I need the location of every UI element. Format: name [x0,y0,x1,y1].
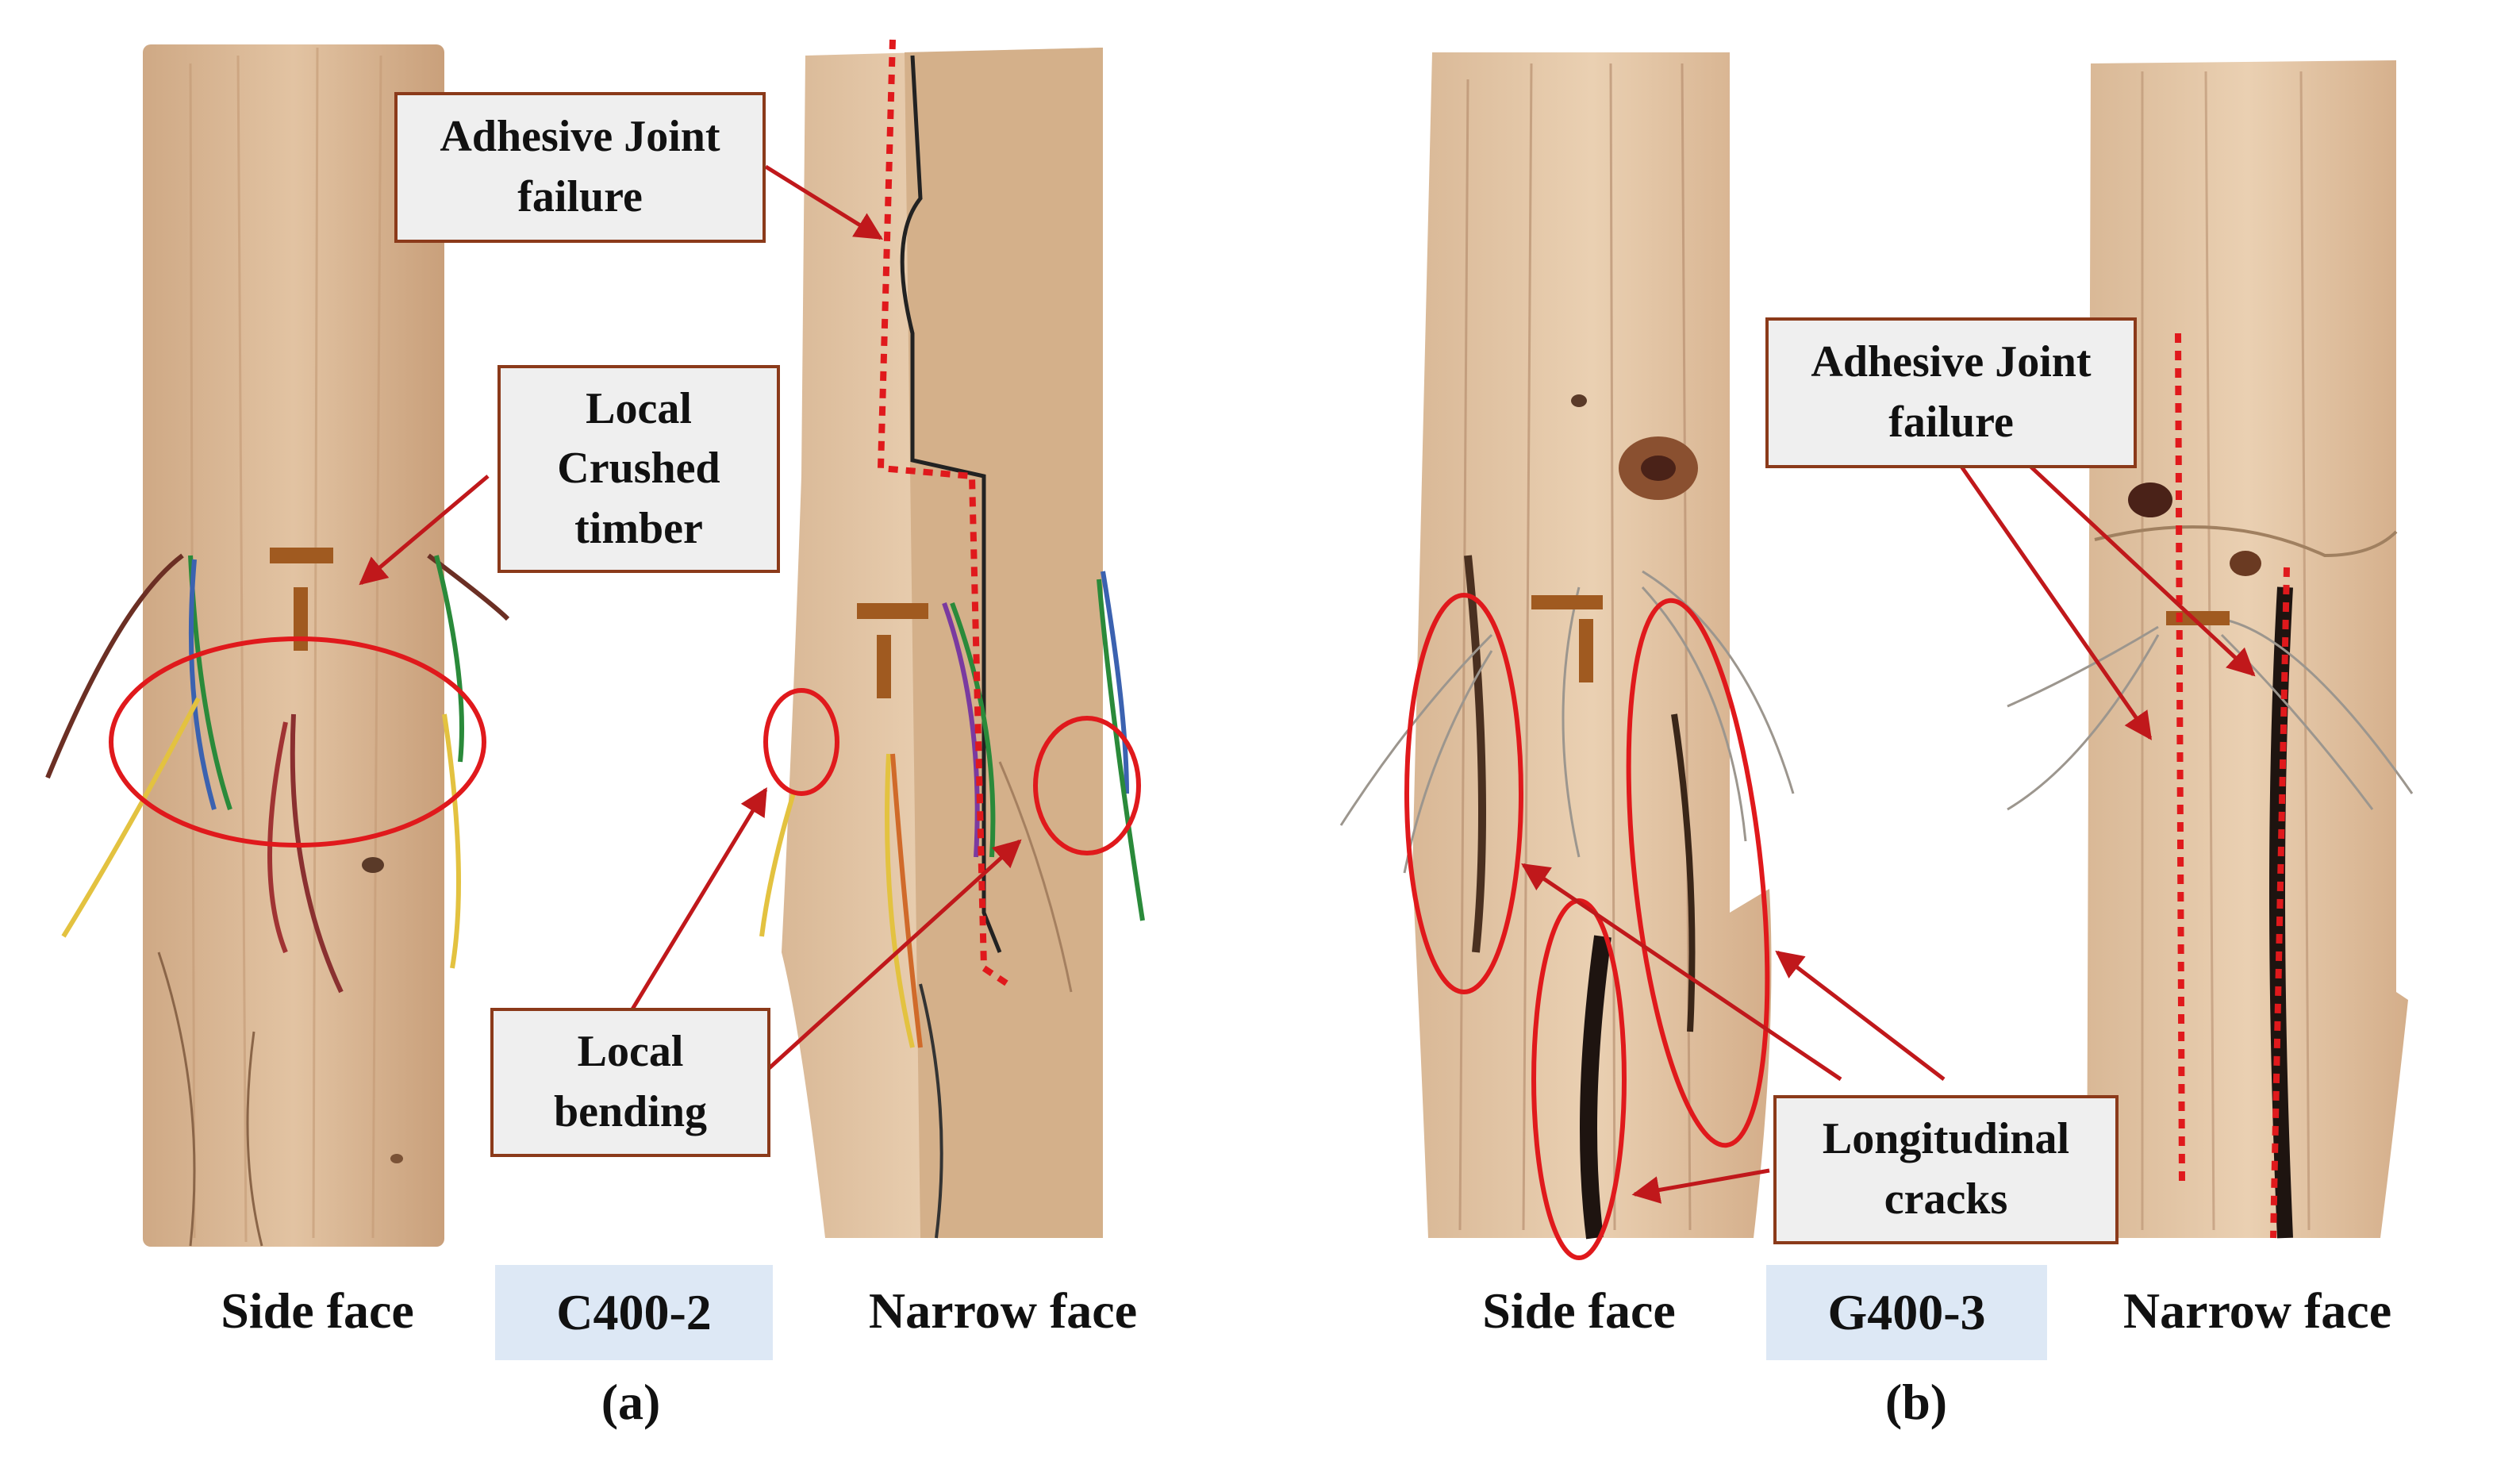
callout-crushed-timber: Local Crushed timber [497,365,780,573]
adhesive-joint-line-b-left [2175,333,2185,1183]
label-side-face-a: Side face [221,1282,414,1339]
callout-adhesive-joint-a: Adhesive Joint failure [394,92,766,243]
specimen-label-b: G400-3 [1766,1265,2047,1360]
annotations-a [109,39,1141,987]
adhesive-joint-line-a [877,39,1010,987]
wires-a-side [45,548,510,994]
label-narrow-face-a: Narrow face [868,1282,1138,1339]
panel-label-b: (b) [1884,1374,1948,1430]
wires-b-side [1339,570,1795,874]
callout-adhesive-joint-b: Adhesive Joint failure [1765,317,2137,468]
label-side-face-b: Side face [1482,1282,1676,1339]
crack-ellipse-left [1404,593,1523,994]
bending-ellipse-left [763,688,839,796]
label-narrow-face-b: Narrow face [2122,1282,2392,1339]
arrows-a [359,164,1022,1073]
crack-ellipse-middle [1626,598,1770,1148]
timber-a-narrow [782,48,1103,1239]
crushed-zone-ellipse [109,636,486,848]
arrows-b [1521,451,2256,1204]
panel-label-a: (a) [601,1374,661,1430]
bending-ellipse-right [1033,716,1141,855]
timber-b-narrow [2087,60,2408,1239]
callout-longitudinal-cracks: Longitudinal cracks [1773,1095,2119,1244]
specimen-label-a: C400-2 [495,1265,773,1360]
callout-local-bending: Local bending [490,1008,770,1157]
adhesive-joint-line-b-right [2270,567,2290,1239]
